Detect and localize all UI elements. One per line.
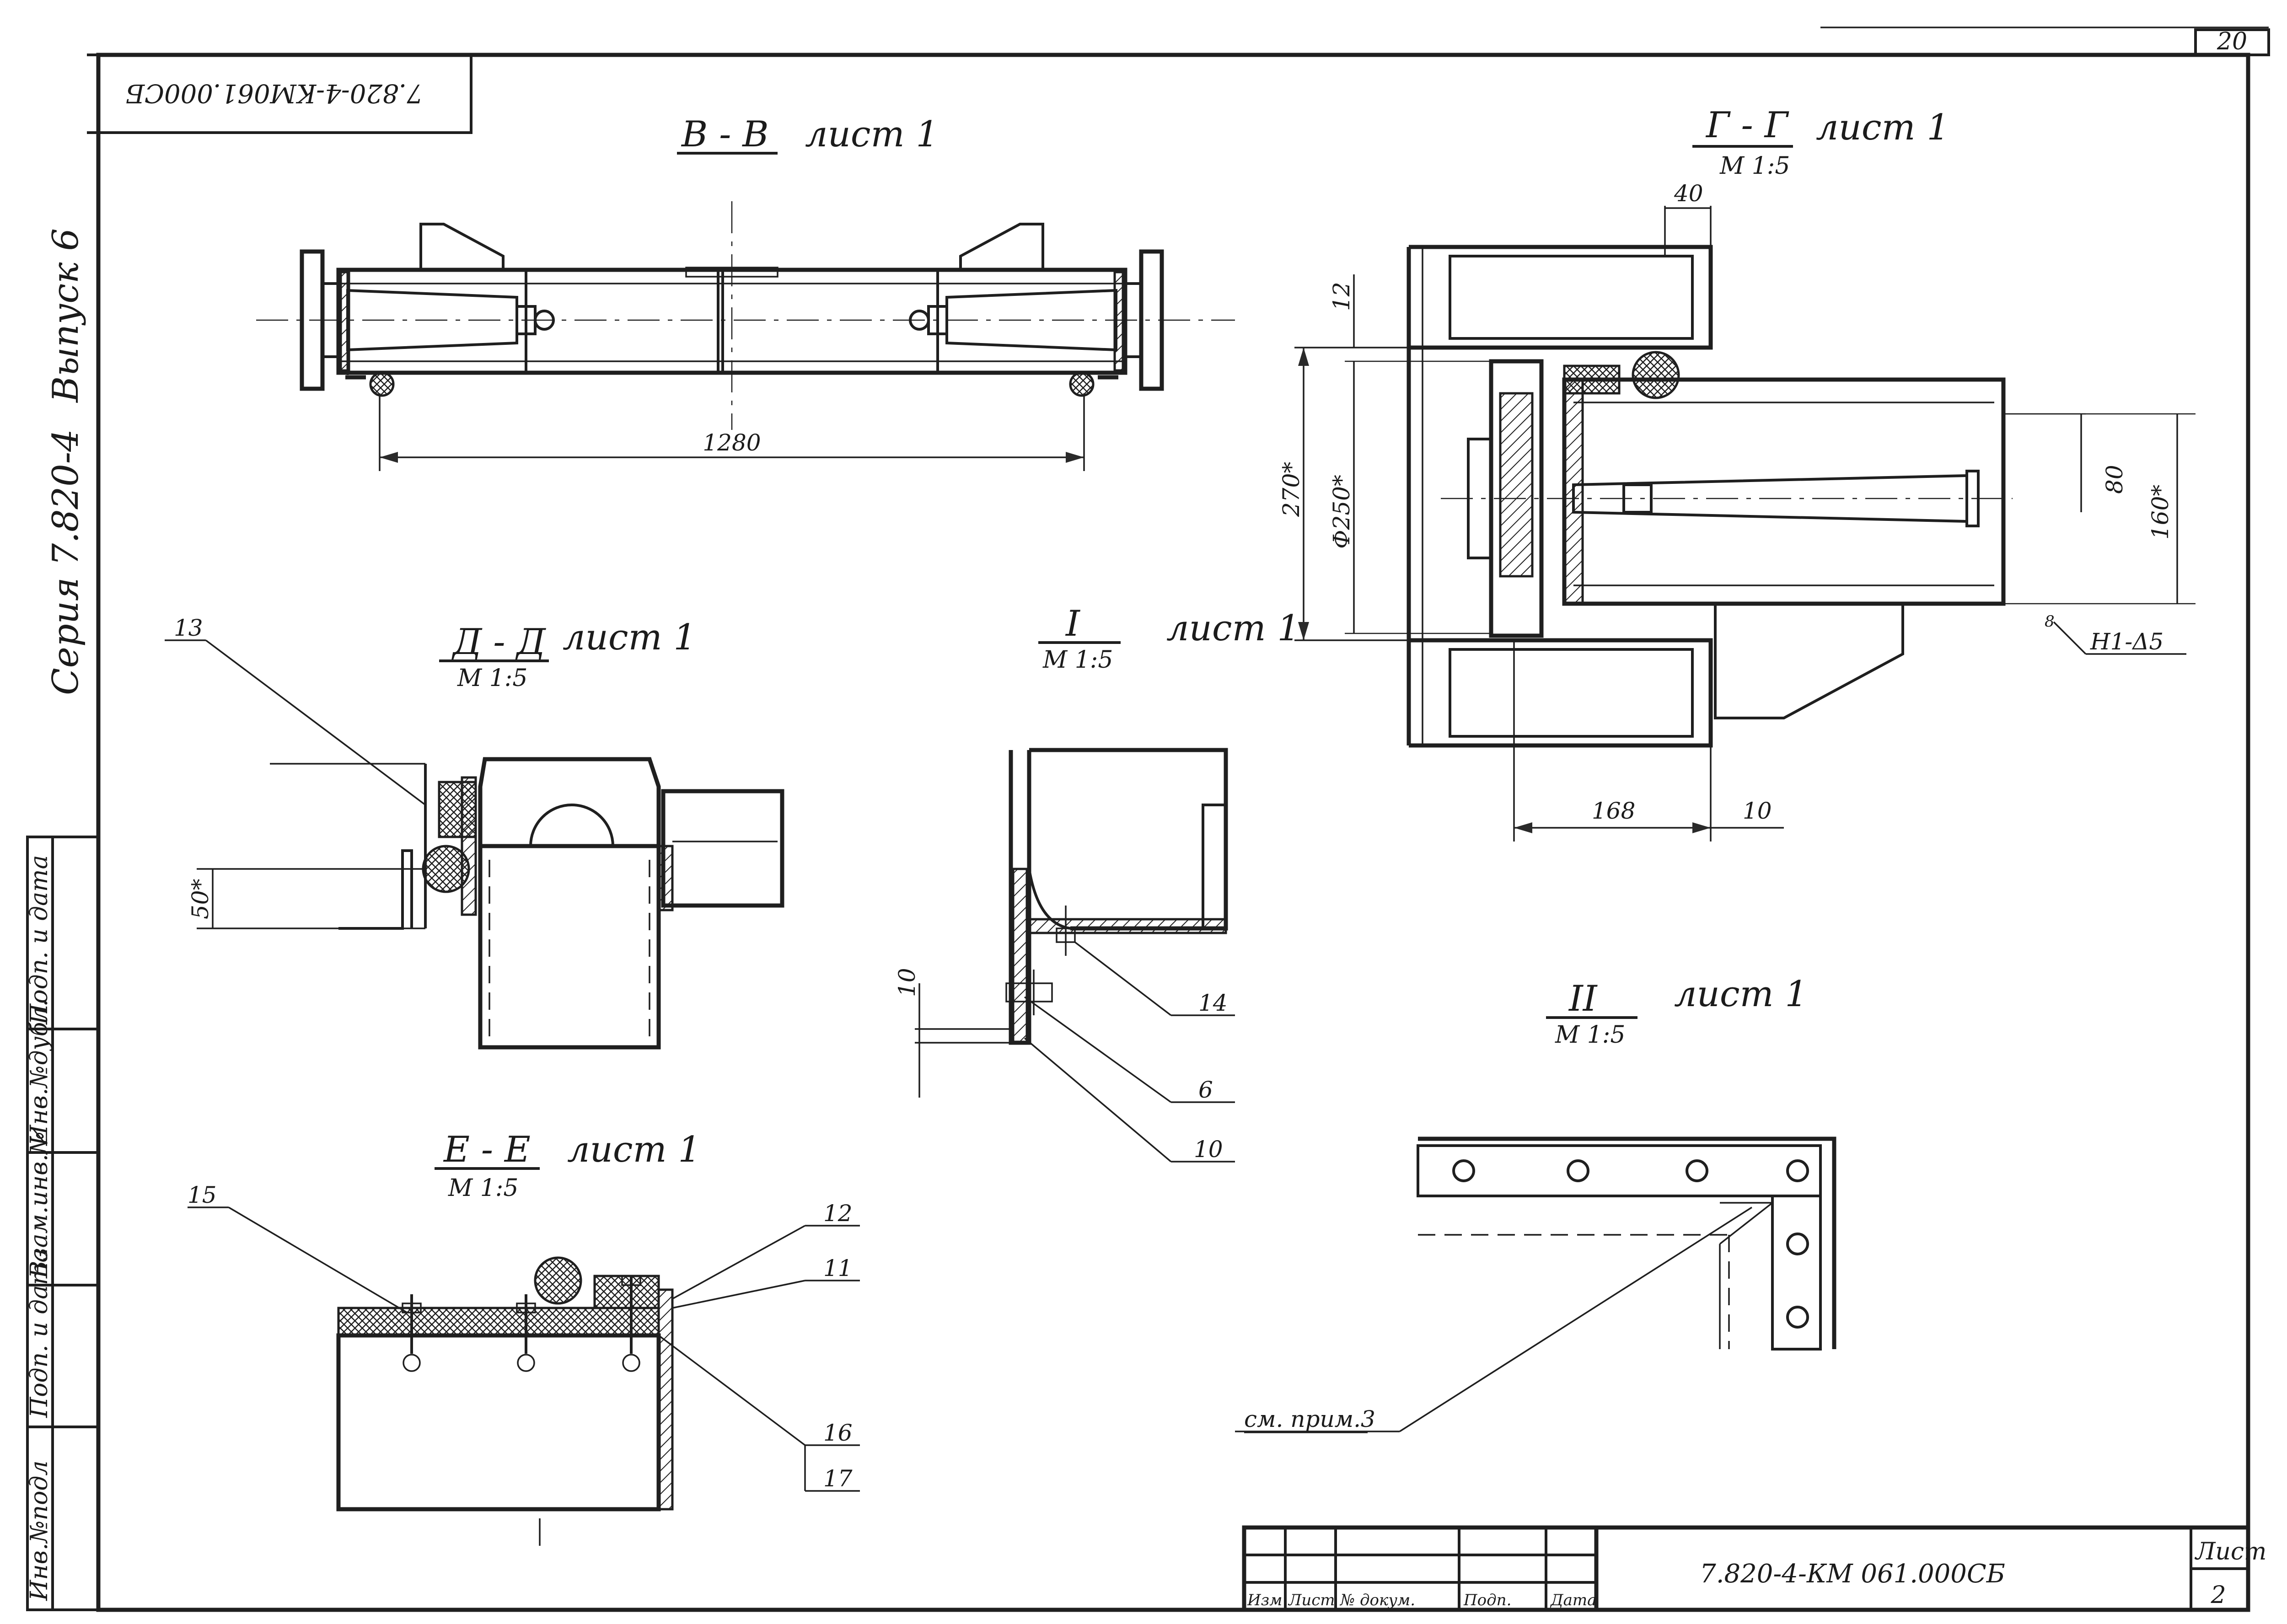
view-i-title: I [1065,603,1081,644]
view-dd-ref: лист 1 [563,617,696,658]
issue-label: Выпуск 6 [45,228,86,403]
ee-tag-11: 11 [823,1255,853,1281]
sheet-frame: 20 [96,27,2270,1612]
gg-dim-8: 8 [2045,612,2055,631]
tb-header-izm: Изм [1247,1591,1282,1609]
dd-dim-50: 50* [187,879,214,919]
view-gg: Г - Г М 1:5 лист 1 40 [1278,105,2196,841]
view-dd-scale: М 1:5 [457,665,527,692]
view-ii-ref: лист 1 [1674,974,1808,1015]
ii-note: см. прим.3 [1244,1406,1375,1432]
ee-bolt-1 [402,1294,422,1372]
i-tag-14: 14 [1198,990,1228,1016]
gg-dim-f250: Ф250* [1328,475,1355,549]
view-gg-scale: М 1:5 [1719,152,1790,180]
ee-bolt-3 [621,1275,641,1372]
tb-header-list: Лист [1288,1591,1335,1609]
view-i-scale: М 1:5 [1042,646,1113,674]
tb-sheet-number: 2 [2210,1581,2226,1609]
designation-box-rotated: 7.820-4-КМ061.000СБ [87,54,472,134]
ee-tag-17: 17 [823,1465,853,1492]
stamp-podp-data-1: Подп. и дата [26,1249,53,1418]
tb-header-data: Дата [1550,1591,1596,1609]
gg-dim-40: 40 [1674,180,1703,207]
dd-tag-13: 13 [174,615,203,641]
view-dd: Д - Д М 1:5 лист 1 50* 13 [165,615,784,1050]
stamp-vzam-inv: Взам.инв.№ [26,1131,53,1279]
i-dim-10: 10 [894,968,920,997]
i-tag-10: 10 [1194,1136,1223,1163]
stamp-podp-data-2: Подп. и дата [26,855,53,1025]
page-number: 20 [2217,28,2247,55]
series-label: Серия 7.820-4 [45,429,86,695]
title-block: Изм Лист № докум. Подп. Дата 7.820-4-КМ … [1242,1525,2266,1612]
i-tag-6: 6 [1198,1077,1213,1103]
view-vv-title: В - В [681,114,769,155]
tb-sheet-label: Лист [2194,1538,2266,1565]
view-ee-scale: М 1:5 [448,1174,518,1202]
stamp-inv-podl: Инв.№подл [26,1461,53,1601]
gg-dim-80: 80 [2101,465,2128,494]
view-i-ref: лист 1 [1166,608,1300,649]
view-ii-title: II [1568,978,1598,1019]
gg-dim-160: 160* [2147,485,2174,540]
view-ee-title: Е - Е [443,1129,531,1170]
series-margin: Выпуск 6 Серия 7.820-4 [45,228,86,695]
view-gg-ref: лист 1 [1816,107,1949,148]
left-stamp: Инв.№подл Подп. и дата Взам.инв.№ Инв.№д… [26,836,100,1611]
view-ee-ref: лист 1 [567,1129,701,1170]
view-gg-title: Г - Г [1705,105,1789,146]
view-ii-scale: М 1:5 [1555,1021,1625,1049]
view-dd-title: Д - Д [451,622,546,663]
gg-dim-12: 12 [1328,282,1355,311]
ee-tag-16: 16 [823,1420,853,1446]
ee-tag-15: 15 [188,1182,217,1208]
ee-tag-12: 12 [823,1200,853,1227]
designation-rotated: 7.820-4-КМ061.000СБ [126,78,423,108]
view-vv: В - В лист 1 [256,114,1235,471]
tb-designation: 7.820-4-КМ 061.000СБ [1700,1559,2005,1589]
view-ii: II М 1:5 лист 1 см. прим.3 [1235,974,1836,1433]
gg-weld: Н1-Δ5 [2090,628,2164,655]
tb-header-docnum: № докум. [1339,1591,1415,1609]
ii-bolts [1452,1159,1809,1329]
page-number-box [2194,28,2270,56]
gg-dim-168: 168 [1592,798,1635,824]
view-vv-ref: лист 1 [805,114,939,155]
ee-bolt-2 [516,1294,536,1372]
vv-dim-1280: 1280 [703,429,761,456]
gg-dim-10: 10 [1743,798,1772,824]
view-i: I М 1:5 лист 1 10 14 6 10 [894,603,1300,1163]
view-ee: Е - Е М 1:5 лист 1 15 12 [188,1129,860,1546]
tb-header-podp: Подп. [1463,1591,1511,1609]
stamp-inv-dubl: Инв.№дубл. [26,999,53,1146]
gg-dim-270: 270* [1278,462,1305,517]
